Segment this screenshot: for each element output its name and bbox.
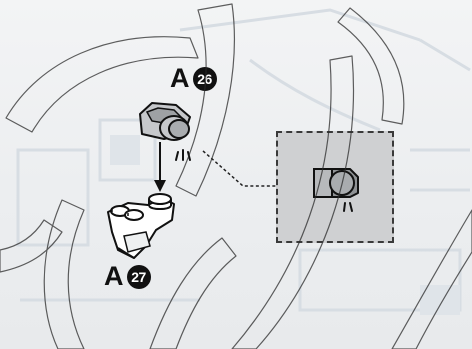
- instruction-page: A 26 A 27: [0, 0, 472, 349]
- watermark-outline: [0, 0, 472, 349]
